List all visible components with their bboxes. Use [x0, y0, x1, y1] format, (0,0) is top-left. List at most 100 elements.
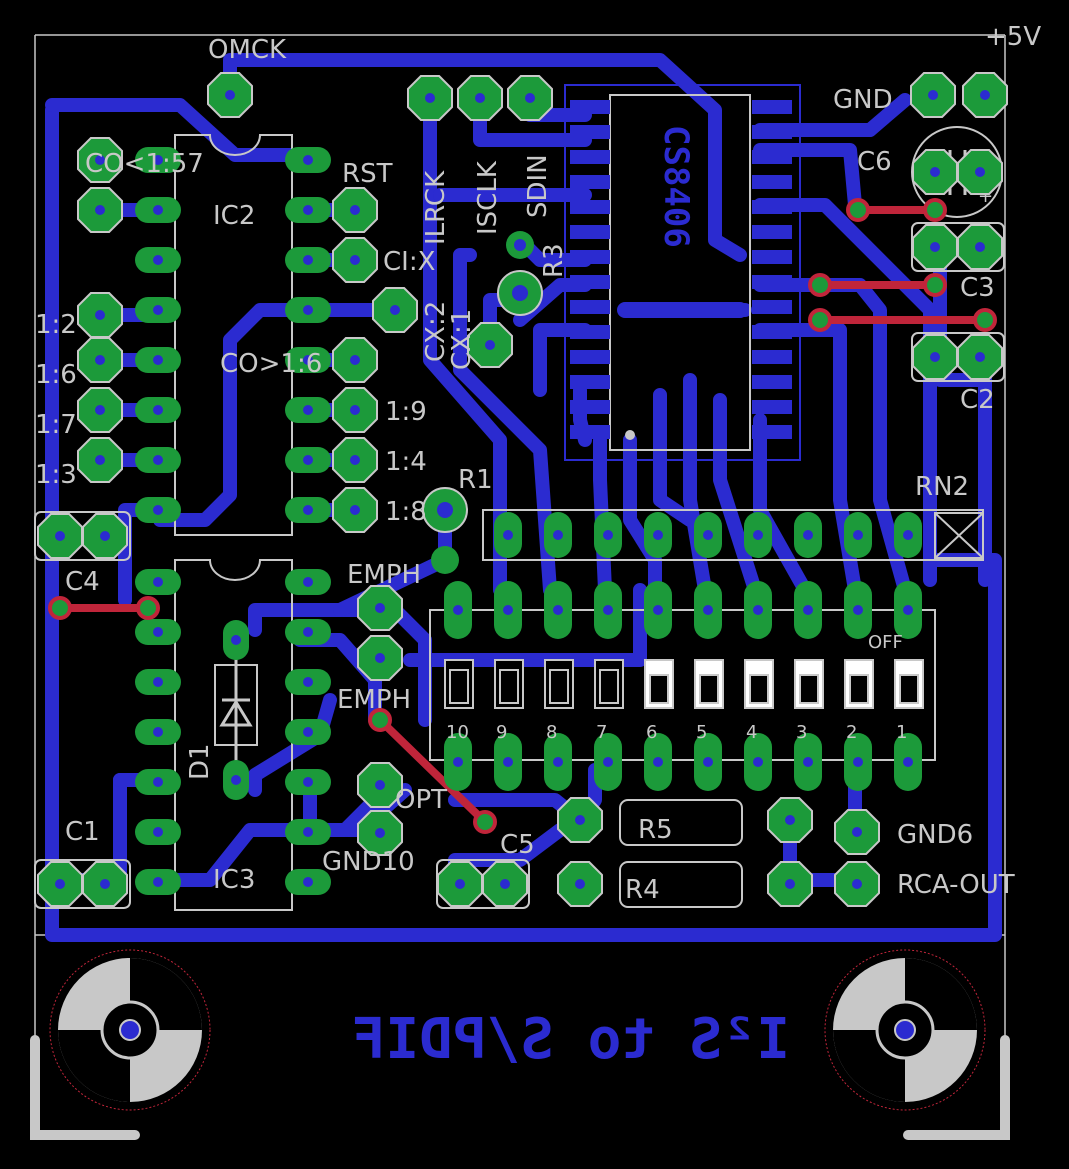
drill-hole — [153, 877, 163, 887]
drill-hole — [350, 205, 360, 215]
label-pin18: 1:8 — [385, 497, 427, 527]
label-ilrck: ILRCK — [421, 170, 451, 245]
label-pin13: 1:3 — [35, 460, 77, 490]
silkscreen-labels: +5V OMCK GND C6 C3 C2 CO<1:57 IC2 RST IL… — [35, 22, 1041, 905]
label-c3: C3 — [960, 273, 995, 303]
drill-hole — [153, 727, 163, 737]
label-c5: C5 — [500, 830, 535, 860]
drill-hole — [575, 879, 585, 889]
drill-hole — [100, 879, 110, 889]
drill-hole — [303, 827, 313, 837]
drill-hole — [603, 530, 613, 540]
drill-hole — [153, 155, 163, 165]
dip-number: 2 — [846, 722, 857, 743]
drill-hole — [653, 605, 663, 615]
drill-hole — [975, 242, 985, 252]
drill-hole — [975, 167, 985, 177]
drill-hole — [375, 780, 385, 790]
drill-hole — [153, 777, 163, 787]
drill-hole — [975, 352, 985, 362]
drill-hole — [390, 305, 400, 315]
drill-hole — [928, 90, 938, 100]
drill-hole — [903, 605, 913, 615]
drill-hole — [95, 455, 105, 465]
drill-hole — [930, 242, 940, 252]
label-cx1: CX:1 — [447, 309, 477, 370]
label-omck: OMCK — [208, 35, 287, 65]
drill-hole — [803, 530, 813, 540]
drill-hole — [703, 757, 713, 767]
label-r1: R1 — [458, 465, 493, 495]
drill-hole — [153, 827, 163, 837]
drill-hole — [153, 577, 163, 587]
ic2-outline — [174, 134, 293, 536]
label-pin14: 1:4 — [385, 447, 427, 477]
drill-hole — [350, 455, 360, 465]
label-off: OFF — [868, 632, 903, 653]
rca-jack-left — [49, 949, 211, 1111]
label-co157: CO<1:57 — [85, 149, 204, 179]
drill-hole — [55, 879, 65, 889]
drill-hole — [853, 757, 863, 767]
drill-hole — [930, 352, 940, 362]
drill-hole — [153, 455, 163, 465]
label-c4: C4 — [65, 567, 100, 597]
drill-hole — [153, 627, 163, 637]
label-plus5v: +5V — [985, 22, 1041, 52]
c1-outline — [34, 859, 131, 909]
round-pads — [422, 231, 543, 574]
label-co16: CO>1:6 — [220, 349, 322, 379]
label-emph-2: EMPH — [337, 685, 411, 715]
drill-hole — [503, 757, 513, 767]
label-c2: C2 — [960, 385, 995, 415]
drill-hole — [785, 815, 795, 825]
drill-hole — [375, 653, 385, 663]
drill-hole — [95, 155, 105, 165]
drill-hole — [350, 255, 360, 265]
drill-hole — [375, 828, 385, 838]
drill-hole — [485, 340, 495, 350]
dip-number: 5 — [696, 722, 707, 743]
r5-outline — [619, 799, 743, 846]
drill-hole — [303, 455, 313, 465]
drill-hole — [930, 167, 940, 177]
label-d1: D1 — [185, 743, 215, 780]
label-ic3: IC3 — [213, 865, 255, 895]
drill-hole — [553, 757, 563, 767]
label-c6: C6 — [857, 147, 892, 177]
drill-hole — [375, 603, 385, 613]
ic3-outline — [174, 559, 293, 911]
dip-number: 8 — [546, 722, 557, 743]
drill-hole — [503, 605, 513, 615]
label-pin16: 1:6 — [35, 360, 77, 390]
drill-hole — [425, 93, 435, 103]
drill-hole — [980, 90, 990, 100]
c4-outline — [34, 511, 131, 561]
drill-hole — [903, 530, 913, 540]
drill-hole — [303, 305, 313, 315]
rca-jack-right — [824, 949, 986, 1111]
label-rn2: RN2 — [915, 472, 969, 502]
drill-hole — [153, 355, 163, 365]
drill-hole — [303, 255, 313, 265]
drill-hole — [231, 775, 241, 785]
drill-hole — [303, 505, 313, 515]
drill-hole — [653, 757, 663, 767]
dip-number: 10 — [446, 722, 469, 743]
label-pin19: 1:9 — [385, 397, 427, 427]
dip-number: 9 — [496, 722, 507, 743]
diode-symbol — [219, 640, 253, 780]
label-rst: RST — [342, 159, 393, 189]
drill-hole — [853, 605, 863, 615]
chip-marking: CS8406 — [656, 125, 696, 248]
label-isclk: ISCLK — [473, 160, 503, 235]
drill-hole — [453, 605, 463, 615]
dip-number: 3 — [796, 722, 807, 743]
board-title: I²S to S/PDIF — [352, 1007, 790, 1072]
drill-hole — [350, 355, 360, 365]
cs8406-footprint: CS8406 — [564, 84, 801, 461]
drill-hole — [303, 777, 313, 787]
drill-hole — [153, 677, 163, 687]
